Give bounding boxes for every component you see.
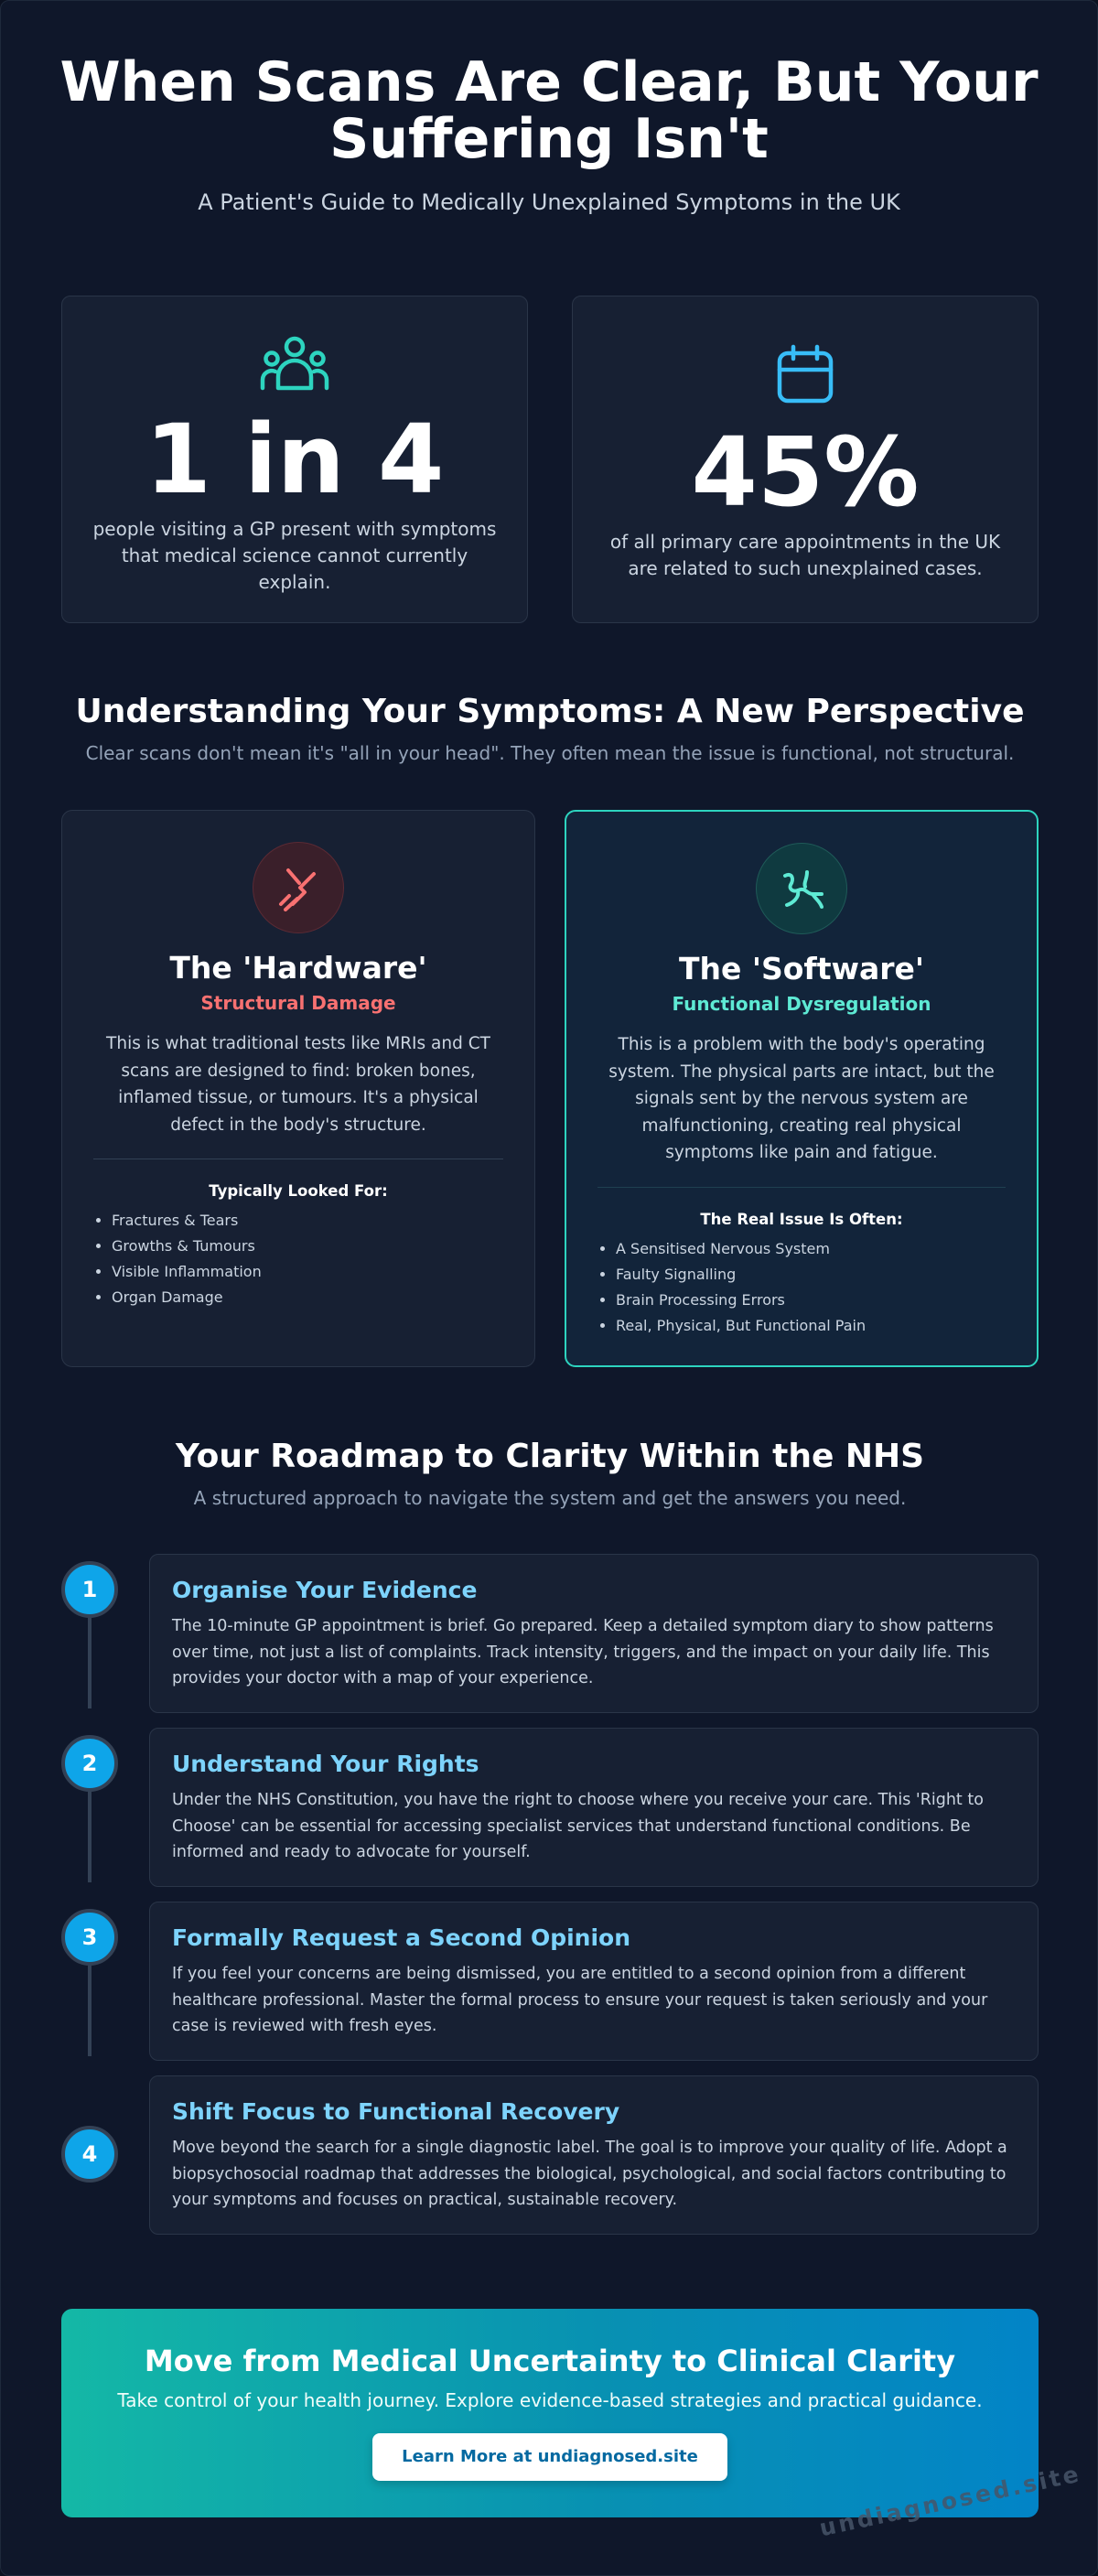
step-number-badge: 2: [61, 1735, 118, 1792]
hardware-list: Fractures & Tears Growths & Tumours Visi…: [112, 1208, 503, 1310]
stat-description: people visiting a GP present with sympto…: [92, 518, 497, 593]
learn-more-button[interactable]: Learn More at undiagnosed.site: [372, 2433, 727, 2481]
step-body: If you feel your concerns are being dism…: [172, 1965, 988, 2035]
hardware-icon-circle: [253, 842, 344, 933]
page-title: When Scans Are Clear, But Your Suffering…: [59, 50, 1039, 171]
hardware-kind: Structural Damage: [200, 992, 396, 1014]
timeline-connector: [88, 1791, 92, 1882]
step-number-badge: 4: [61, 2126, 118, 2183]
software-list: A Sensitised Nervous System Faulty Signa…: [616, 1236, 1006, 1339]
step-title: Formally Request a Second Opinion: [172, 1924, 631, 1951]
list-item: Organ Damage: [112, 1285, 503, 1310]
stat-card-appointments: 45% of all primary care appointments in …: [572, 296, 1039, 623]
divider: [597, 1187, 1006, 1188]
software-title: The 'Software': [678, 951, 925, 986]
understanding-title: Understanding Your Symptoms: A New Persp…: [75, 693, 1025, 730]
step-title: Understand Your Rights: [172, 1751, 479, 1777]
stat-description: of all primary care appointments in the …: [609, 531, 1001, 579]
stat-value: 45%: [691, 416, 920, 528]
roadmap-step: Formally Request a Second Opinion If you…: [149, 1902, 1039, 2061]
software-icon-circle: [756, 843, 847, 934]
cta-subtitle: Take control of your health journey. Exp…: [117, 2389, 983, 2411]
page-subtitle: A Patient's Guide to Medically Unexplain…: [198, 189, 900, 215]
people-group-icon: [260, 335, 329, 395]
step-body: The 10-minute GP appointment is brief. G…: [172, 1617, 994, 1687]
timeline-connector: [88, 1965, 92, 2056]
step-number-badge: 3: [61, 1909, 118, 1966]
list-item: A Sensitised Nervous System: [616, 1236, 1006, 1262]
understanding-subtitle: Clear scans don't mean it's "all in your…: [85, 742, 1015, 764]
list-item: Visible Inflammation: [112, 1259, 503, 1285]
hardware-list-heading: Typically Looked For:: [209, 1182, 388, 1200]
roadmap-step: Organise Your Evidence The 10-minute GP …: [149, 1554, 1039, 1713]
cta-title: Move from Medical Uncertainty to Clinica…: [144, 2344, 956, 2378]
roadmap-title: Your Roadmap to Clarity Within the NHS: [175, 1438, 925, 1475]
hero: When Scans Are Clear, But Your Suffering…: [1, 1, 1097, 215]
list-item: Growths & Tumours: [112, 1234, 503, 1259]
software-list-heading: The Real Issue Is Often:: [700, 1211, 903, 1228]
step-title: Organise Your Evidence: [172, 1577, 478, 1603]
list-item: Real, Physical, But Functional Pain: [616, 1313, 1006, 1339]
step-body: Move beyond the search for a single diag…: [172, 2139, 1007, 2209]
calendar-icon: [775, 344, 835, 408]
list-item: Brain Processing Errors: [616, 1288, 1006, 1313]
hardware-title: The 'Hardware': [169, 950, 427, 986]
roadmap-subtitle: A structured approach to navigate the sy…: [193, 1487, 907, 1509]
hardware-card: The 'Hardware' Structural Damage This is…: [61, 810, 535, 1367]
software-body: This is a problem with the body's operat…: [608, 1035, 995, 1162]
timeline-connector: [88, 1617, 92, 1708]
call-to-action: Move from Medical Uncertainty to Clinica…: [61, 2309, 1039, 2517]
roadmap-step: Shift Focus to Functional Recovery Move …: [149, 2075, 1039, 2235]
step-number-badge: 1: [61, 1561, 118, 1618]
list-item: Faulty Signalling: [616, 1262, 1006, 1288]
step-body: Under the NHS Constitution, you have the…: [172, 1791, 984, 1861]
software-kind: Functional Dysregulation: [672, 993, 931, 1015]
roadmap-step: Understand Your Rights Under the NHS Con…: [149, 1728, 1039, 1887]
list-item: Fractures & Tears: [112, 1208, 503, 1234]
stats-section: 1 in 4 people visiting a GP present with…: [61, 296, 1039, 623]
step-title: Shift Focus to Functional Recovery: [172, 2098, 620, 2125]
stat-value: 1 in 4: [145, 404, 445, 515]
software-card: The 'Software' Functional Dysregulation …: [565, 810, 1039, 1367]
stat-card-gp-visits: 1 in 4 people visiting a GP present with…: [61, 296, 528, 623]
hardware-body: This is what traditional tests like MRIs…: [106, 1034, 490, 1135]
